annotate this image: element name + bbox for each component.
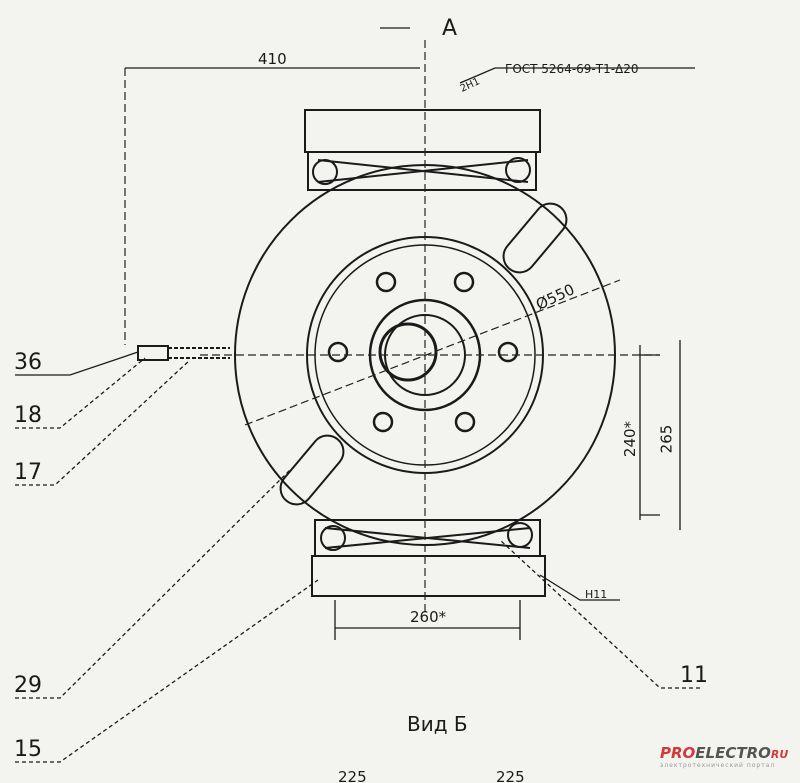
dim-260: 260* — [410, 608, 447, 626]
bottom-foot — [311, 555, 546, 597]
dim-225-right: 225 — [496, 768, 525, 783]
callout-15: 15 — [14, 737, 42, 762]
callout-18: 18 — [14, 403, 42, 428]
dim-410: 410 — [258, 50, 287, 68]
watermark-tagline: электротехнический портал — [660, 762, 776, 769]
dim-225-left: 225 — [338, 768, 367, 783]
callout-17: 17 — [14, 460, 42, 485]
callout-29: 29 — [14, 673, 42, 698]
callout-36: 36 — [14, 350, 42, 375]
dim-265: 265 — [657, 424, 676, 454]
callout-11: 11 — [680, 663, 708, 688]
top-foot — [304, 109, 541, 153]
watermark-logo: PROELECTRORU — [660, 744, 789, 762]
weld-mark-bottom: Н11 — [585, 588, 608, 601]
view-label: Вид Б — [407, 712, 468, 736]
dim-240: 240* — [621, 420, 640, 458]
view-marker-a: А — [442, 16, 458, 41]
gost-note: ГОСТ 5264-69-Т1-Δ20 — [505, 62, 639, 76]
bolts — [327, 271, 519, 433]
